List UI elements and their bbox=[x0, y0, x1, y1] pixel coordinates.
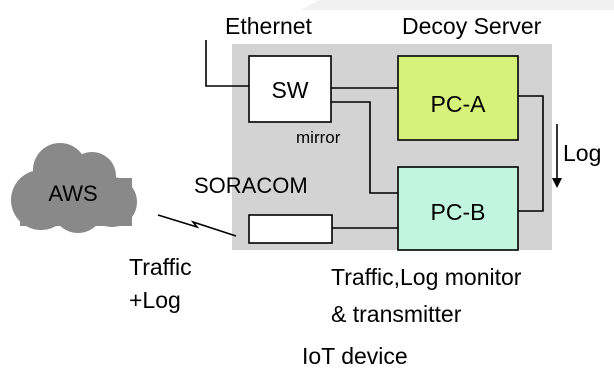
connection-wires bbox=[205, 40, 544, 229]
decoy-server-label: Decoy Server bbox=[402, 13, 542, 39]
pc-b-label: PC-B bbox=[431, 199, 486, 225]
watermark-shape bbox=[300, 0, 614, 10]
transmitter-label: & transmitter bbox=[331, 301, 462, 327]
switch-box bbox=[248, 55, 332, 123]
monitor-label: Traffic,Log monitor bbox=[331, 264, 522, 290]
mirror-label: mirror bbox=[296, 128, 341, 147]
soracom-module-box bbox=[248, 214, 333, 244]
log-arrow bbox=[552, 124, 562, 188]
aws-cloud-icon bbox=[11, 143, 137, 233]
soracom-label: SORACOM bbox=[194, 173, 308, 198]
pc-a-pc-b-wire bbox=[518, 95, 544, 212]
aws-label: AWS bbox=[48, 181, 97, 206]
wireless-link bbox=[157, 214, 237, 237]
iot-device-label: IoT device bbox=[302, 343, 408, 369]
mirror-wire bbox=[331, 101, 398, 194]
pc-a-label: PC-A bbox=[431, 91, 487, 117]
log-label: Log bbox=[563, 140, 601, 166]
switch-label: SW bbox=[271, 77, 308, 103]
ethernet-label: Ethernet bbox=[225, 13, 313, 39]
pc-b-box bbox=[397, 166, 519, 251]
traffic-label: Traffic bbox=[129, 254, 192, 280]
ethernet-wire bbox=[205, 40, 249, 87]
plus-log-label: +Log bbox=[129, 287, 181, 313]
pc-a-box bbox=[397, 55, 519, 141]
